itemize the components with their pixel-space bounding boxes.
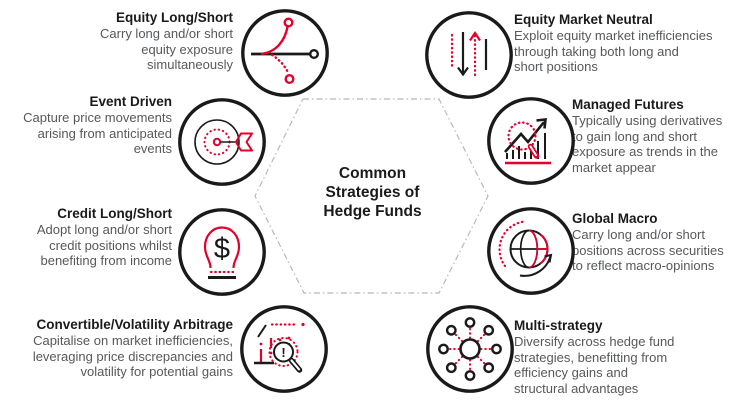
- convertible-volatility-arbitrage-text: Convertible/Volatility Arbitrage Capital…: [5, 317, 233, 380]
- global-macro-text: Global Macro Carry long and/or short pos…: [572, 211, 747, 274]
- strategy-description: Diversify across hedge fund strategies, …: [514, 334, 675, 396]
- multi-strategy-text: Multi-strategy Diversify across hedge fu…: [514, 318, 704, 396]
- hub-spokes-icon: [426, 305, 514, 393]
- strategy-title: Credit Long/Short: [57, 206, 172, 221]
- globe-arrow-icon: [487, 207, 575, 295]
- managed-futures-text: Managed Futures Typically using derivati…: [572, 97, 747, 175]
- strategy-title: Convertible/Volatility Arbitrage: [36, 317, 233, 332]
- equity-market-neutral-text: Equity Market Neutral Exploit equity mar…: [514, 12, 739, 75]
- target-dart-icon: [178, 98, 266, 186]
- chart-magnifier-alert-icon: !: [240, 305, 328, 393]
- diagram-title: Common Strategies of Hedge Funds: [323, 165, 422, 220]
- strategy-title: Event Driven: [89, 94, 172, 109]
- credit-long-short-text: Credit Long/Short Adopt long and/or shor…: [7, 206, 172, 269]
- strategy-title: Global Macro: [572, 211, 658, 226]
- strategy-description: Capture price movements arising from ant…: [23, 110, 172, 156]
- event-driven-text: Event Driven Capture price movements ari…: [7, 94, 172, 157]
- svg-text:$: $: [214, 233, 230, 265]
- strategy-description: Carry long and/or short equity exposure …: [100, 26, 233, 72]
- trend-chart-magnifier-icon: [487, 97, 575, 185]
- strategy-title: Managed Futures: [572, 97, 684, 112]
- strategy-description: Typically using derivatives to gain long…: [572, 113, 723, 175]
- strategy-title: Equity Long/Short: [116, 10, 233, 25]
- strategy-title: Multi-strategy: [514, 318, 603, 333]
- strategy-title: Equity Market Neutral: [514, 12, 653, 27]
- svg-text:!: !: [281, 345, 285, 360]
- up-down-arrows-icon: [425, 11, 513, 99]
- equity-long-short-text: Equity Long/Short Carry long and/or shor…: [81, 10, 233, 73]
- strategy-description: Capitalise on market inefficiencies, lev…: [32, 333, 233, 379]
- dollar-bulb-icon: $: [178, 208, 266, 296]
- strategy-description: Exploit equity market inefficiencies thr…: [514, 28, 713, 74]
- strategy-description: Carry long and/or short positions across…: [572, 227, 724, 273]
- strategy-description: Adopt long and/or short credit positions…: [36, 222, 172, 268]
- long-short-curves-icon: [241, 9, 329, 97]
